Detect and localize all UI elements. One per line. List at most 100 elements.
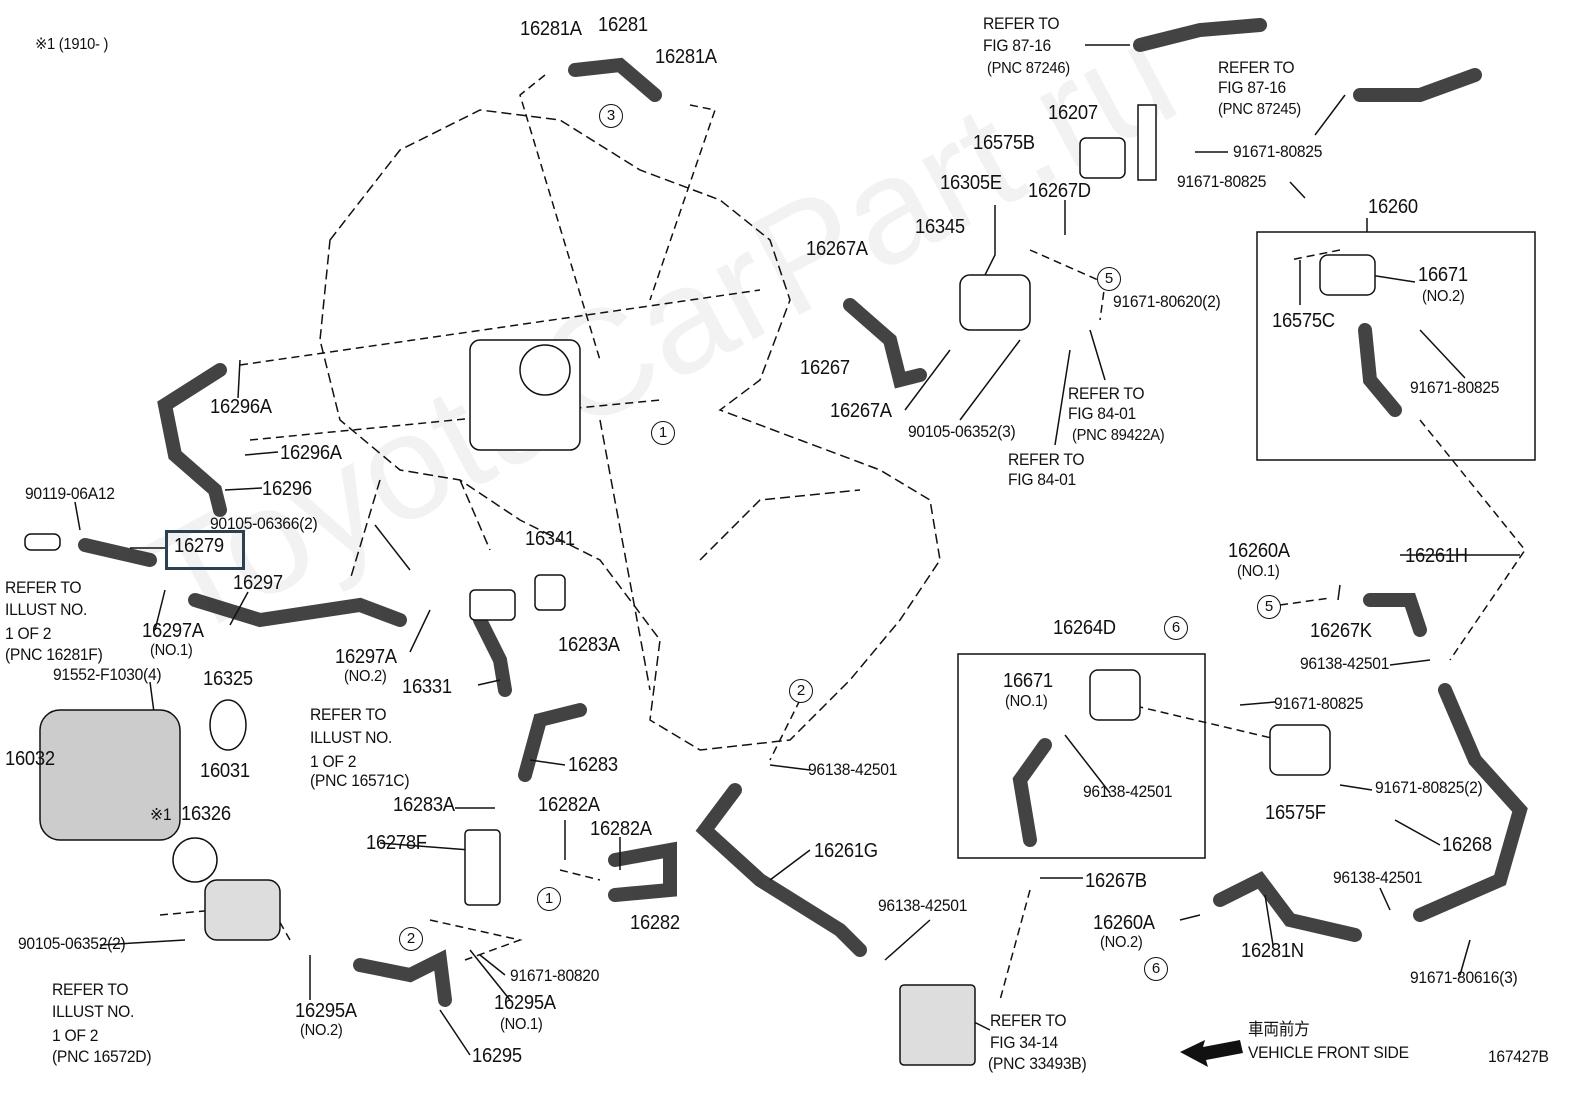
part-label[interactable]: 16295A xyxy=(295,1000,357,1022)
part-label[interactable]: FIG 87-16 xyxy=(983,36,1051,55)
part-label[interactable]: 16575F xyxy=(1265,802,1326,824)
part-label[interactable]: 91671-80616(3) xyxy=(1410,968,1518,987)
part-label[interactable]: 91671-80825 xyxy=(1410,378,1500,397)
part-label[interactable]: 16281N xyxy=(1241,940,1304,962)
part-label[interactable]: 16671 xyxy=(1003,670,1053,692)
part-label[interactable]: 16031 xyxy=(200,760,250,782)
part-label[interactable]: 16207 xyxy=(1048,102,1098,124)
part-label[interactable]: 16297 xyxy=(233,572,283,594)
part-label[interactable]: 16260A xyxy=(1093,912,1155,934)
part-label[interactable]: (NO.2) xyxy=(344,668,387,685)
part-label[interactable]: 16296A xyxy=(280,442,342,464)
part-label[interactable]: 16575B xyxy=(973,132,1035,154)
part-label[interactable]: 91671-80820 xyxy=(510,966,600,985)
part-label[interactable]: 16267A xyxy=(830,400,892,422)
part-label[interactable]: 96138-42501 xyxy=(1083,782,1173,801)
part-label[interactable]: 1 OF 2 xyxy=(310,752,357,771)
part-label[interactable]: 96138-42501 xyxy=(1333,868,1423,887)
part-label[interactable]: 16671 xyxy=(1418,264,1468,286)
part-label[interactable]: 16283 xyxy=(568,754,618,776)
part-label[interactable]: REFER TO xyxy=(5,578,82,597)
part-label[interactable]: 16267B xyxy=(1085,870,1147,892)
part-label[interactable]: 90105-06352(3) xyxy=(908,422,1016,441)
part-label[interactable]: 16267K xyxy=(1310,620,1372,642)
part-label[interactable]: 91671-80825 xyxy=(1233,142,1323,161)
part-label[interactable]: 16264D xyxy=(1053,617,1116,639)
part-label[interactable]: 16326 xyxy=(181,803,231,825)
part-label[interactable]: REFER TO xyxy=(1008,450,1085,469)
part-label[interactable]: (PNC 16572D) xyxy=(52,1047,152,1066)
part-label[interactable]: 91671-80825 xyxy=(1177,172,1267,191)
part-label[interactable]: 16296A xyxy=(210,396,272,418)
part-label[interactable]: 91671-80620(2) xyxy=(1113,292,1221,311)
part-label[interactable]: 90105-06352(2) xyxy=(18,934,126,953)
part-label[interactable]: 16279 xyxy=(174,535,224,557)
part-label[interactable]: ILLUST NO. xyxy=(310,728,393,747)
part-label[interactable]: 16282 xyxy=(630,912,680,934)
part-label[interactable]: (NO.2) xyxy=(1422,288,1465,305)
part-label[interactable]: ※1 xyxy=(150,805,172,824)
part-label[interactable]: (PNC 89422A) xyxy=(1072,427,1165,444)
part-label[interactable]: 1 OF 2 xyxy=(5,624,52,643)
part-label[interactable]: REFER TO xyxy=(1218,58,1295,77)
part-label[interactable]: 16267 xyxy=(800,357,850,379)
part-label[interactable]: 96138-42501 xyxy=(808,760,898,779)
part-label[interactable]: (NO.2) xyxy=(300,1022,343,1039)
part-label[interactable]: 16260 xyxy=(1368,196,1418,218)
part-label[interactable]: 91552-F1030(4) xyxy=(53,665,162,684)
part-label[interactable]: (NO.1) xyxy=(1005,693,1048,710)
part-label[interactable]: (PNC 87245) xyxy=(1218,101,1301,118)
part-label[interactable]: 16260A xyxy=(1228,540,1290,562)
part-label[interactable]: FIG 34-14 xyxy=(990,1033,1058,1052)
part-label[interactable]: 90105-06366(2) xyxy=(210,514,318,533)
part-label[interactable]: REFER TO xyxy=(310,705,387,724)
part-label[interactable]: REFER TO xyxy=(52,980,129,999)
part-label[interactable]: 16345 xyxy=(915,216,965,238)
part-label[interactable]: REFER TO xyxy=(983,14,1060,33)
part-label[interactable]: 16297A xyxy=(142,620,204,642)
part-label[interactable]: 16261G xyxy=(814,840,878,862)
part-label[interactable]: 16283A xyxy=(393,794,455,816)
part-label[interactable]: (PNC 16281F) xyxy=(5,645,103,664)
part-label[interactable]: 16297A xyxy=(335,646,397,668)
part-label[interactable]: 16282A xyxy=(590,818,652,840)
part-label[interactable]: 16281 xyxy=(598,14,648,36)
part-label[interactable]: 91671-80825 xyxy=(1274,694,1364,713)
part-label[interactable]: FIG 84-01 xyxy=(1068,404,1136,423)
part-label[interactable]: 16305E xyxy=(940,172,1002,194)
part-label[interactable]: 16281A xyxy=(655,46,717,68)
part-label[interactable]: 16295 xyxy=(472,1045,522,1067)
part-label[interactable]: 96138-42501 xyxy=(1300,654,1390,673)
part-label[interactable]: 16282A xyxy=(538,794,600,816)
part-label[interactable]: FIG 84-01 xyxy=(1008,470,1076,489)
part-label[interactable]: (NO.2) xyxy=(1100,934,1143,951)
part-label[interactable]: 16575C xyxy=(1272,310,1335,332)
part-label[interactable]: (PNC 87246) xyxy=(987,60,1070,77)
part-label[interactable]: (NO.1) xyxy=(500,1016,543,1033)
part-label[interactable]: 16278F xyxy=(366,832,427,854)
part-label[interactable]: ILLUST NO. xyxy=(52,1002,135,1021)
part-label[interactable]: FIG 87-16 xyxy=(1218,78,1286,97)
part-label[interactable]: 90119-06A12 xyxy=(25,484,115,503)
part-label[interactable]: 16341 xyxy=(525,528,575,550)
part-label[interactable]: 16283A xyxy=(558,634,620,656)
part-label[interactable]: 16295A xyxy=(494,992,556,1014)
part-label[interactable]: ILLUST NO. xyxy=(5,600,88,619)
part-label[interactable]: REFER TO xyxy=(990,1011,1067,1030)
part-label[interactable]: (NO.1) xyxy=(1237,563,1280,580)
part-label[interactable]: 16268 xyxy=(1442,834,1492,856)
part-label[interactable]: 16261H xyxy=(1405,545,1468,567)
part-label[interactable]: 16325 xyxy=(203,668,253,690)
part-label[interactable]: 16267D xyxy=(1028,180,1091,202)
part-label[interactable]: 16267A xyxy=(806,238,868,260)
part-label[interactable]: REFER TO xyxy=(1068,384,1145,403)
part-label[interactable]: (PNC 16571C) xyxy=(310,771,410,790)
part-label[interactable]: (PNC 33493B) xyxy=(988,1054,1087,1073)
part-label[interactable]: 16331 xyxy=(402,676,452,698)
part-label[interactable]: 16281A xyxy=(520,18,582,40)
part-label[interactable]: 16296 xyxy=(262,478,312,500)
part-label[interactable]: 16032 xyxy=(5,748,55,770)
part-label[interactable]: 91671-80825(2) xyxy=(1375,778,1483,797)
part-label[interactable]: (NO.1) xyxy=(150,642,193,659)
part-label[interactable]: 96138-42501 xyxy=(878,896,968,915)
